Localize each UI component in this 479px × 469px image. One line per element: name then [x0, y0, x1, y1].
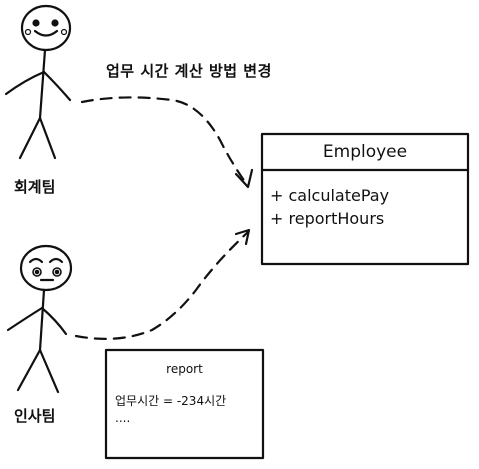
- actor-accounting-figure: [4, 4, 72, 160]
- actor-hr-figure: [6, 244, 73, 394]
- actor-accounting-label: 회계팀: [14, 178, 56, 196]
- method-report-hours: + reportHours: [270, 209, 385, 228]
- dependency-arrow-hr: [74, 228, 251, 340]
- dependency-arrow-accounting: [80, 96, 254, 189]
- note-line-ellipsis: ....: [115, 411, 131, 425]
- note-line-hours: 업무시간 = -234시간: [115, 394, 227, 408]
- method-calculate-pay: + calculatePay: [270, 186, 390, 205]
- note-title: report: [166, 362, 203, 376]
- change-reason-label: 업무 시간 계산 방법 변경: [106, 62, 272, 80]
- class-name: Employee: [322, 142, 408, 162]
- employee-class-box: [260, 132, 470, 266]
- actor-hr-label: 인사팀: [14, 407, 56, 425]
- report-note-box: [104, 348, 265, 460]
